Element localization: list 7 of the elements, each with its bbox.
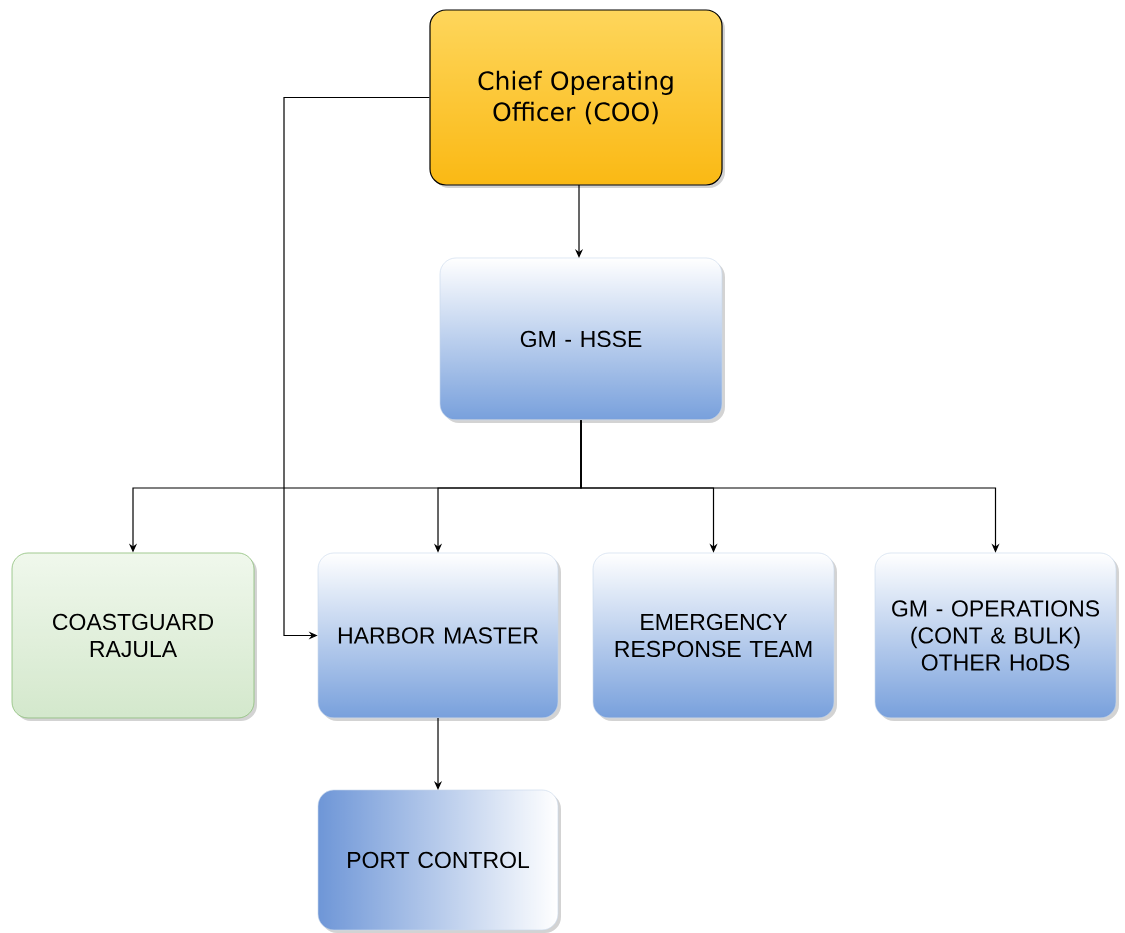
- org-box: EMERGENCY RESPONSE TEAM: [592, 552, 837, 721]
- org-box: GM - HSSE: [439, 257, 725, 423]
- org-box: PORT CONTROL: [317, 789, 561, 933]
- org-box: GM - OPERATIONS (CONT & BULK) OTHER HoDS: [874, 552, 1119, 721]
- org-box: COASTGUARD RAJULA: [11, 552, 257, 721]
- org-box: HARBOR MASTER: [317, 552, 561, 721]
- org-box: Chief Operating Officer (COO): [429, 9, 725, 188]
